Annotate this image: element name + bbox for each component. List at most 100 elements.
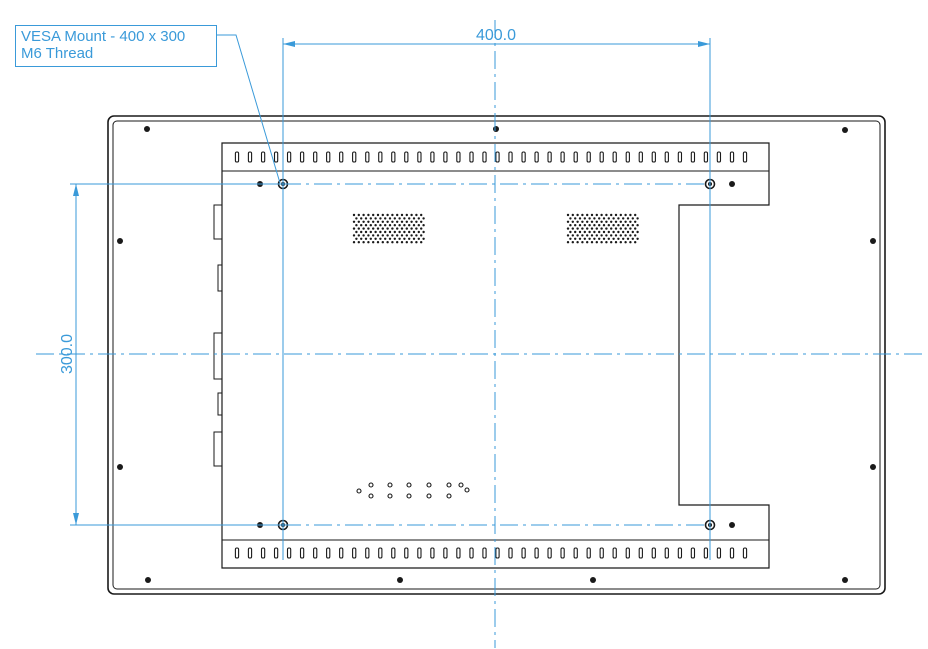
- grille-dot: [619, 241, 622, 244]
- grille-dot: [422, 237, 425, 240]
- grille-dot: [595, 234, 598, 237]
- grille-dot: [369, 230, 372, 234]
- grille-dot: [357, 213, 360, 217]
- button-hole: [426, 482, 432, 488]
- vent-slot: [664, 151, 669, 163]
- grille-dot: [386, 220, 389, 223]
- grille-dot: [367, 234, 370, 237]
- button-hole: [464, 487, 470, 493]
- vent-slot: [352, 151, 357, 163]
- grille-dot: [352, 220, 356, 223]
- vent-slot: [677, 547, 683, 559]
- grille-dot: [417, 230, 420, 234]
- vent-slot: [638, 547, 643, 559]
- grille-dot: [381, 227, 384, 230]
- vent-slot: [443, 547, 448, 559]
- grille-dot: [598, 230, 601, 234]
- grille-dot: [590, 213, 594, 217]
- vent-slot: [638, 151, 643, 163]
- grille-dot: [617, 217, 620, 220]
- grille-dot: [410, 227, 413, 230]
- grille-dot: [393, 230, 396, 234]
- vent-slot: [430, 151, 435, 163]
- grille-dot: [600, 220, 603, 223]
- vent-slot: [417, 151, 422, 163]
- grille-dot: [364, 217, 368, 220]
- grille-dot: [386, 234, 389, 237]
- vent-slot: [586, 547, 591, 559]
- grille-dot: [574, 230, 577, 234]
- grille-dot: [626, 224, 630, 227]
- grille-dot: [352, 227, 356, 230]
- grille-dot: [624, 227, 627, 230]
- grille-dot: [357, 227, 360, 230]
- grille-dot: [624, 241, 627, 244]
- vent-slot: [482, 547, 487, 559]
- vent-slot: [273, 547, 279, 559]
- vent-slot: [729, 547, 735, 559]
- grille-dot: [374, 230, 377, 234]
- grille-dot: [614, 234, 618, 237]
- grille-dot: [634, 234, 637, 237]
- vent-slot: [456, 547, 461, 559]
- grille-dot: [631, 237, 634, 240]
- vent-slot: [651, 151, 656, 163]
- grille-dot: [614, 241, 618, 244]
- grille-dot: [576, 213, 579, 217]
- grille-dot: [578, 230, 582, 234]
- grille-dot: [362, 241, 365, 244]
- vent-slot: [495, 547, 500, 559]
- grille-dot: [357, 241, 360, 244]
- grille-dot: [634, 213, 637, 217]
- grille-dot: [372, 227, 375, 230]
- grille-dot: [636, 230, 639, 234]
- grille-dot: [393, 217, 396, 220]
- grille-dot: [360, 224, 363, 227]
- grille-dot: [364, 230, 368, 234]
- vent-slot: [573, 547, 578, 559]
- grille-dot: [376, 227, 380, 230]
- grille-dot: [381, 220, 384, 223]
- button-hole: [368, 493, 374, 499]
- grille-dot: [619, 227, 622, 230]
- grille-dot: [622, 237, 625, 240]
- screw-hole: [117, 238, 123, 244]
- vent-slot: [482, 151, 487, 163]
- vent-slot: [651, 547, 656, 559]
- vent-slot: [742, 547, 748, 559]
- grille-dot: [631, 224, 634, 227]
- grille-dot: [610, 227, 613, 230]
- grille-dot: [376, 213, 380, 217]
- grille-dot: [405, 234, 408, 237]
- chassis-outline: [221, 142, 770, 569]
- grille-dot: [420, 220, 423, 223]
- grille-dot: [614, 213, 618, 217]
- grille-dot: [388, 237, 392, 240]
- grille-dot: [586, 213, 589, 217]
- button-hole: [446, 493, 452, 499]
- grille-dot: [586, 241, 589, 244]
- control-button-holes: [356, 482, 470, 499]
- vent-slot: [664, 547, 669, 559]
- grille-dot: [610, 213, 613, 217]
- grille-dot: [617, 224, 620, 227]
- grille-dot: [372, 241, 375, 244]
- grille-dot: [593, 217, 596, 220]
- side-connectors: [213, 204, 223, 467]
- grille-dot: [376, 220, 380, 223]
- grille-dot: [619, 234, 622, 237]
- screw-hole: [842, 577, 848, 583]
- screw-hole: [144, 126, 150, 132]
- screw-hole: [145, 577, 151, 583]
- panel-inner-frame: [112, 120, 881, 590]
- grille-dot: [367, 213, 370, 217]
- grille-dot: [617, 230, 620, 234]
- grille-dot: [629, 220, 632, 223]
- grille-dot: [393, 237, 396, 240]
- vent-slot: [612, 151, 617, 163]
- grille-dot: [422, 224, 425, 227]
- grille-dot: [384, 224, 387, 227]
- grille-dot: [576, 241, 579, 244]
- vent-slot: [391, 547, 396, 559]
- grille-dot: [367, 241, 370, 244]
